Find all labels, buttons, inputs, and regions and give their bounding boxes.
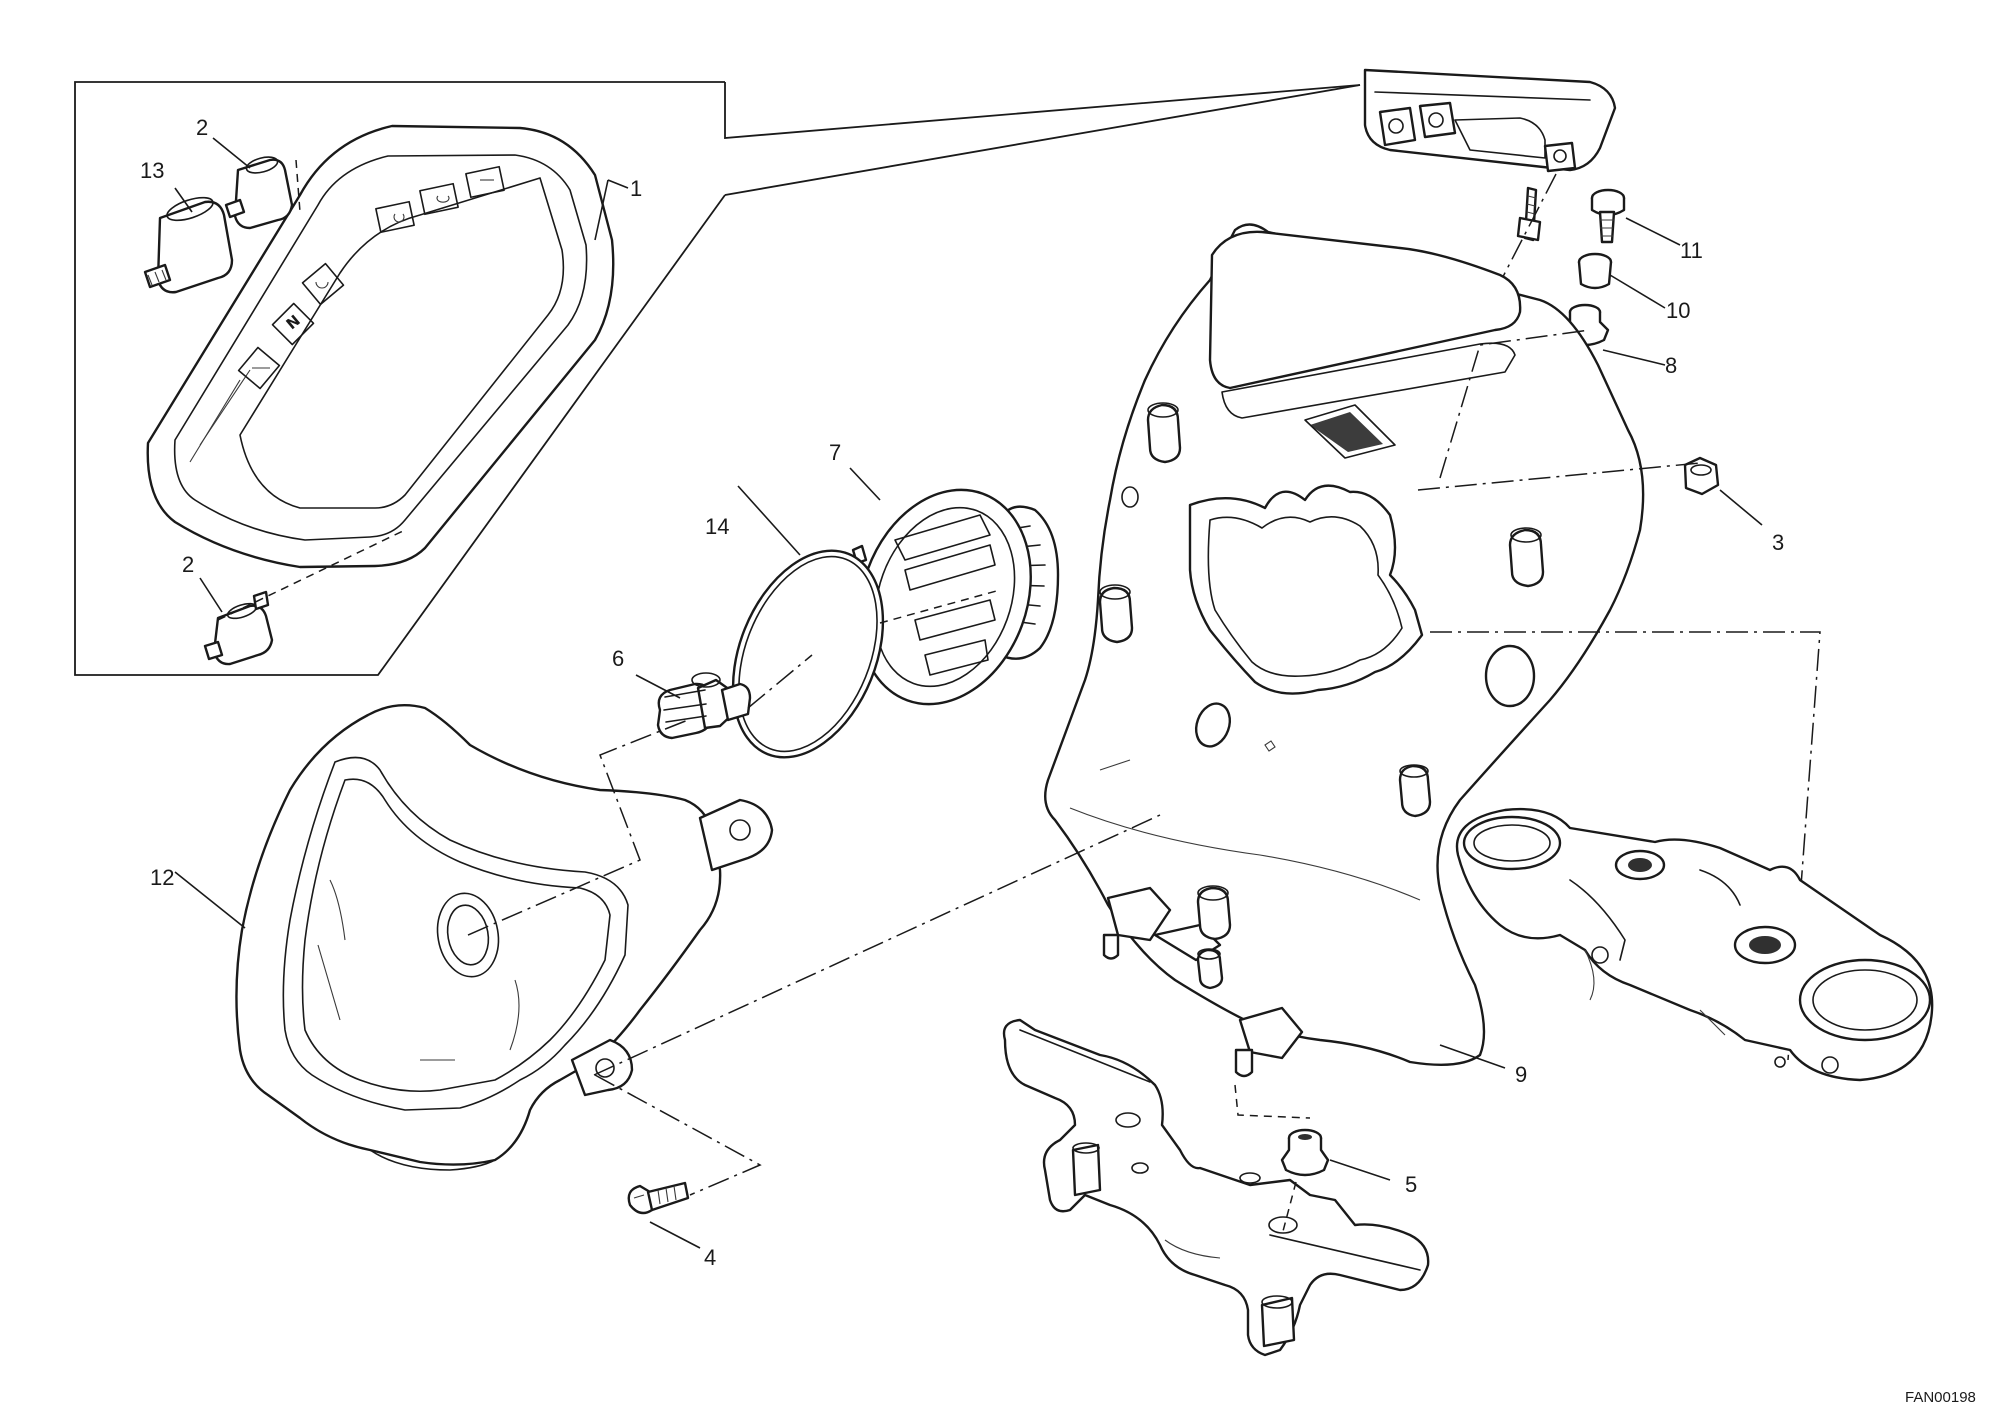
o-ring-14 — [731, 549, 885, 759]
callout-4: 4 — [704, 1245, 716, 1270]
nut-3 — [1683, 456, 1720, 496]
rubber-mount-bottom — [203, 590, 274, 666]
instrument-rear-view — [1363, 68, 1617, 173]
callout-6: 6 — [612, 646, 624, 671]
washer-10 — [1577, 252, 1613, 290]
headlight-support-bracket — [1044, 223, 1645, 1078]
headlight-12 — [235, 704, 774, 1171]
callout-1: 1 — [630, 176, 642, 201]
rubber-grommet-5 — [1280, 1128, 1330, 1177]
callout-10: 10 — [1666, 298, 1690, 323]
threaded-stud — [1516, 186, 1542, 242]
lower-mount-plate — [1002, 1018, 1430, 1357]
callout-11: 11 — [1680, 238, 1703, 263]
callout-14: 14 — [705, 514, 729, 539]
screw-11 — [1590, 188, 1626, 244]
instrument-inset-frame — [74, 81, 1361, 676]
callout-9: 9 — [1515, 1062, 1527, 1087]
spacer-13 — [143, 196, 234, 294]
callout-2-bottom: 2 — [182, 552, 194, 577]
callout-8: 8 — [1665, 353, 1677, 378]
drawing-code: FAN00198 — [1905, 1389, 1976, 1406]
leader-lines — [174, 137, 1763, 1249]
callout-2-top: 2 — [196, 115, 208, 140]
callout-5: 5 — [1405, 1172, 1417, 1197]
upper-steering-clamp — [1455, 807, 1934, 1082]
callout-13: 13 — [140, 158, 164, 183]
callout-3: 3 — [1772, 530, 1784, 555]
rubber-mount-top — [224, 156, 294, 230]
callout-12: 12 — [150, 865, 174, 890]
callout-7: 7 — [829, 440, 841, 465]
screw-4 — [627, 1181, 690, 1215]
instrument-panel: N — [146, 124, 615, 569]
callout-labels: 1 2 13 2 7 14 6 12 4 5 9 3 8 10 11 — [140, 115, 1784, 1270]
bracket-boss — [1146, 402, 1182, 464]
headlight-bulb-6 — [656, 672, 752, 740]
